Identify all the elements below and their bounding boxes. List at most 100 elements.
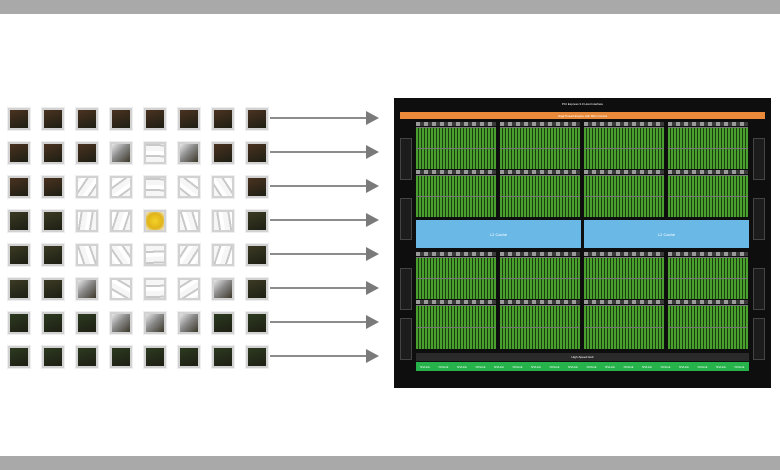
- gpc-header: [668, 122, 748, 126]
- sm-core-block: [500, 305, 580, 327]
- nvlink-segment-label: NVLink: [457, 365, 467, 369]
- sm-core-block: [584, 305, 664, 327]
- sm-core-block: [584, 257, 664, 278]
- image-tile: [144, 278, 166, 300]
- image-tile: [8, 278, 30, 300]
- arrow-line: [270, 287, 366, 289]
- arrow-head: [366, 145, 379, 159]
- sm-core-block: [668, 127, 748, 148]
- sm-core-block: [416, 175, 496, 196]
- sm-core-block: [416, 127, 496, 148]
- image-tile: [42, 176, 64, 198]
- arrow-head: [366, 111, 379, 125]
- image-tile: [212, 312, 234, 334]
- image-tile: [178, 244, 200, 266]
- sm-core-block: [668, 175, 748, 196]
- nvlink-segment-label: NVLink: [623, 365, 634, 369]
- arrow-line: [270, 253, 366, 255]
- high-speed-hub-label: High-Speed Hub: [571, 355, 594, 359]
- image-tile: [76, 244, 98, 266]
- image-tile: [212, 210, 234, 232]
- nvlink-segment-label: NVLink: [494, 365, 504, 369]
- sm-core-block: [416, 196, 496, 217]
- image-tile: [8, 210, 30, 232]
- host-interface-label: PCI Express 3.0 Host Interface: [561, 102, 604, 106]
- image-tile: [8, 312, 30, 334]
- image-tile: [144, 346, 166, 368]
- image-tile: [110, 142, 132, 164]
- gpc-header: [500, 252, 580, 256]
- sm-core-block: [500, 196, 580, 217]
- image-tile: [144, 176, 166, 198]
- gpc-header: [584, 122, 664, 126]
- image-tile: [178, 278, 200, 300]
- sm-core-block: [668, 305, 748, 327]
- nvlink-segment-label: NVLink: [549, 365, 560, 369]
- nvlink-bar: NVLink NVLink NVLink NVLink NVLink NVLink NVLi…: [416, 362, 749, 371]
- image-tile: [212, 346, 234, 368]
- gpc-header: [500, 122, 580, 126]
- image-tile: [212, 142, 234, 164]
- memory-controller-strip: [400, 138, 412, 180]
- sm-core-block: [668, 196, 748, 217]
- nvlink-segment-label: NVLink: [660, 365, 671, 369]
- image-tile: [212, 176, 234, 198]
- l2-cache-right: L2 Cache: [584, 220, 749, 248]
- image-tile: [42, 210, 64, 232]
- memory-controller-strip: [753, 198, 765, 240]
- image-tile: [178, 142, 200, 164]
- image-tile: [144, 312, 166, 334]
- memory-controller-strip: [400, 268, 412, 310]
- arrow-head: [366, 315, 379, 329]
- image-tile: [42, 346, 64, 368]
- arrow-line: [270, 321, 366, 323]
- image-tile: [110, 312, 132, 334]
- arrow-head: [366, 349, 379, 363]
- image-tile: [76, 108, 98, 130]
- image-tile: [8, 108, 30, 130]
- image-tile: [144, 142, 166, 164]
- l2-cache-left-label: L2 Cache: [489, 232, 508, 237]
- sm-core-block: [668, 278, 748, 299]
- image-tile: [42, 244, 64, 266]
- image-tile: [212, 278, 234, 300]
- image-tile: [178, 210, 200, 232]
- arrow-line: [270, 355, 366, 357]
- nvlink-segment-label: NVLink: [531, 365, 541, 369]
- sm-core-block: [500, 278, 580, 299]
- image-tile: [42, 108, 64, 130]
- arrow-line: [270, 117, 366, 119]
- nvlink-segment-label: NVLink: [420, 365, 430, 369]
- image-tile: [42, 278, 64, 300]
- gpc-header: [668, 300, 748, 304]
- nvlink-segment-label: NVLink: [438, 365, 449, 369]
- arrow-line: [270, 151, 366, 153]
- diagram-stage: PCI Express 3.0 Host Interface GigaThrea…: [0, 14, 780, 456]
- high-speed-hub: High-Speed Hub: [416, 353, 749, 361]
- arrow-head: [366, 247, 379, 261]
- memory-controller-strip: [400, 318, 412, 360]
- image-tile: [110, 278, 132, 300]
- l2-cache-left: L2 Cache: [416, 220, 581, 248]
- image-tile: [110, 244, 132, 266]
- gpc-header: [584, 170, 664, 174]
- nvlink-segment-label: NVLink: [716, 365, 726, 369]
- gpc-header: [668, 170, 748, 174]
- image-tile: [110, 346, 132, 368]
- image-tile: [212, 244, 234, 266]
- sm-core-block: [500, 148, 580, 169]
- sm-core-block: [584, 327, 664, 349]
- gpc-header: [416, 170, 496, 174]
- sm-core-block: [416, 327, 496, 349]
- gpc-header: [500, 300, 580, 304]
- image-tile: [246, 346, 268, 368]
- image-tile: [178, 312, 200, 334]
- nvlink-segment-label: NVLink: [679, 365, 689, 369]
- image-tile: [178, 176, 200, 198]
- sm-core-block: [584, 278, 664, 299]
- image-tile: [8, 142, 30, 164]
- arrow-line: [270, 219, 366, 221]
- sm-core-block: [668, 257, 748, 278]
- sm-core-block: [668, 148, 748, 169]
- top-border-bar: [0, 0, 780, 14]
